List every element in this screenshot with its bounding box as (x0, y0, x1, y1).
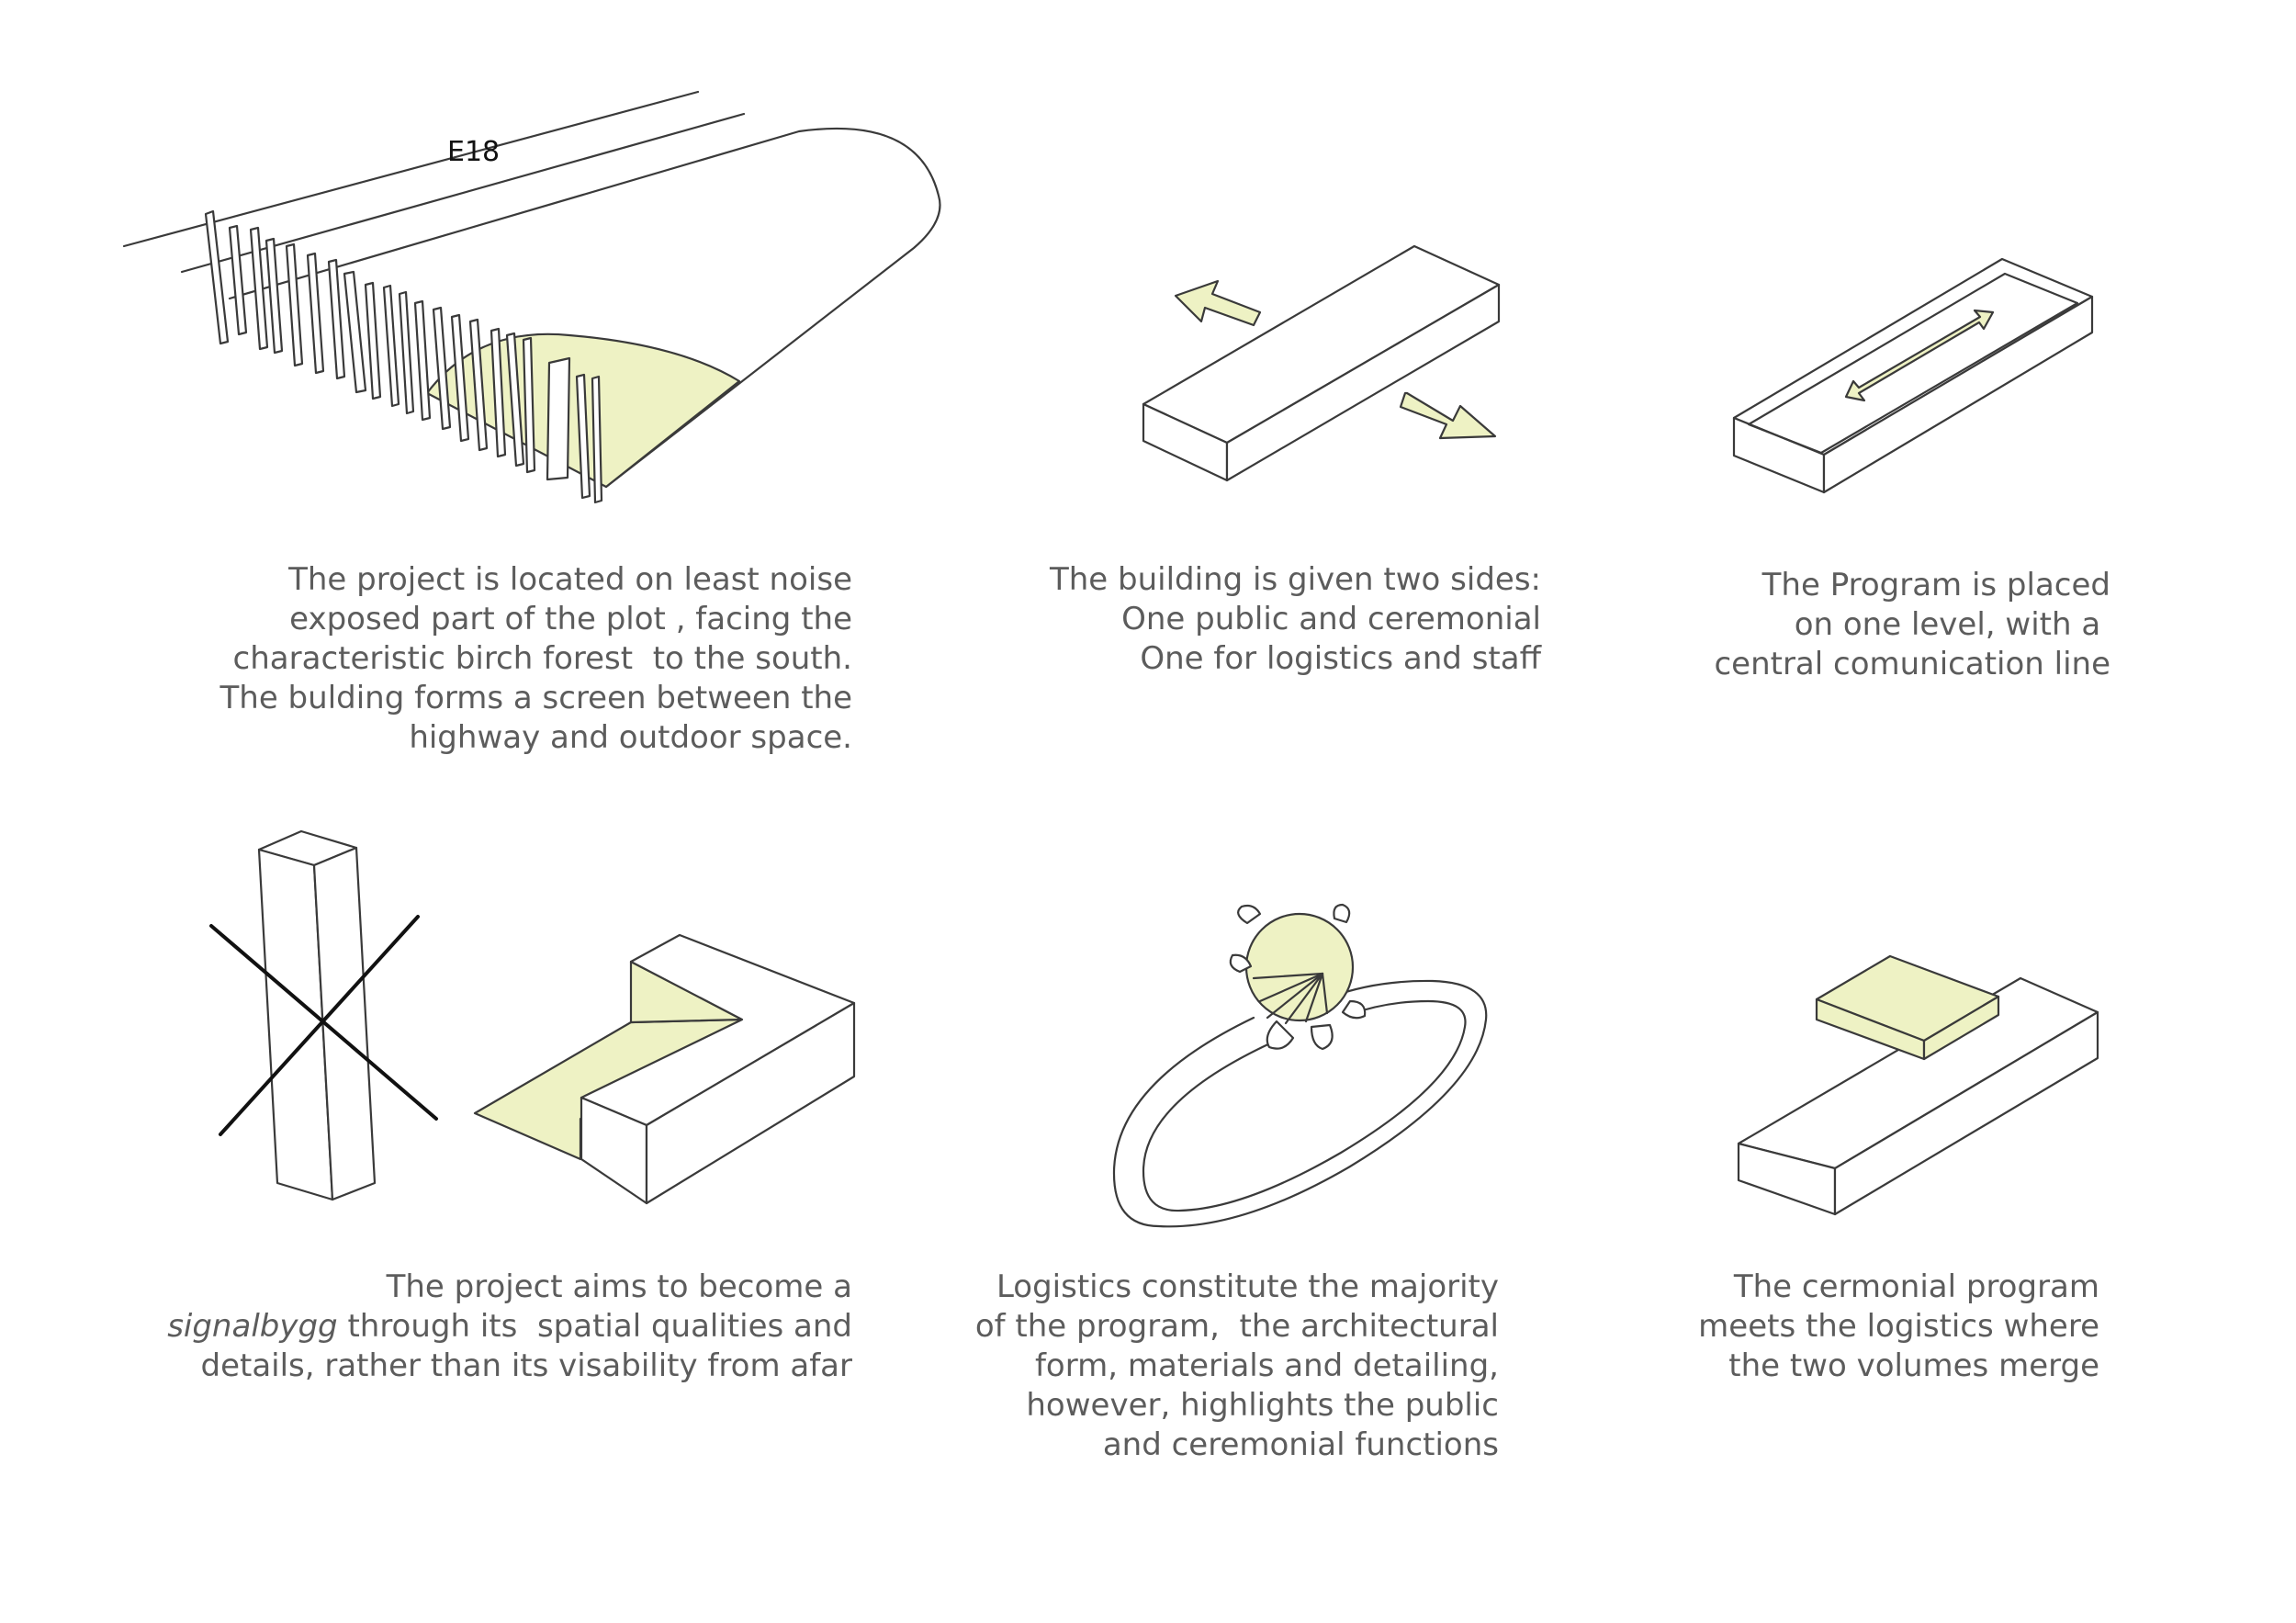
ring-band-inner (1142, 999, 1467, 1212)
caption-logistics: Logistics constitute the majority of the… (975, 1268, 1499, 1465)
caption-line: Logistics constitute the majority (996, 1268, 1499, 1305)
caption-line-rest: through its spatial qualities and (337, 1308, 852, 1345)
caption-line: characteristic birch forest to the south… (232, 640, 852, 677)
caption-signal: The project aims to become a signalbygg … (167, 1268, 852, 1386)
gem-facets (1252, 972, 1329, 1025)
caption-line: on one level, with a (1794, 606, 2110, 643)
highway-edge-line (180, 112, 746, 274)
ring-band-outer (1112, 979, 1488, 1228)
caption-line: central comunication line (1714, 646, 2110, 682)
site-plan-drawing (122, 90, 941, 504)
tray-inner-edge (1747, 272, 2079, 455)
caption-line: The Program is placed (1761, 567, 2110, 603)
caption-line: The project is located on least noise (288, 561, 852, 598)
caption-line: exposed part of the plot , facing the (289, 601, 852, 637)
caption-line: form, materials and detailing, (1034, 1347, 1499, 1384)
highway-label: E18 (447, 136, 501, 168)
caption-line: The bulding forms a screen between the (219, 680, 852, 716)
caption-program: The Program is placed on one level, with… (1714, 566, 2110, 684)
l-volume-drawing (473, 933, 856, 1205)
caption-line: The project aims to become a (386, 1268, 852, 1305)
caption-line: The building is given two sides: (1049, 561, 1541, 598)
box-front-face (1225, 283, 1501, 482)
caption-line: meets the logistics where (1698, 1308, 2099, 1345)
tower-crossed-out-drawing (209, 829, 438, 1201)
program-drawing (1732, 257, 2094, 494)
ceremonial-volume-front (1922, 995, 2000, 1061)
caption-line: One for logistics and staff (1140, 640, 1541, 677)
l-volume-front (645, 1001, 856, 1205)
caption-line: details, rather than its visability from… (200, 1347, 852, 1384)
merged-volumes-drawing (1737, 954, 2099, 1216)
communication-line-arrow (1844, 309, 1995, 402)
cross-out-line (219, 915, 420, 1136)
caption-two-sides: The building is given two sides: One pub… (1050, 560, 1541, 679)
caption-line: highway and outdoor space. (409, 719, 852, 756)
caption-merge: The cermonial program meets the logistic… (1698, 1268, 2099, 1386)
tray-front-face (1822, 295, 2094, 494)
caption-line: The cermonial program (1733, 1268, 2099, 1305)
long-volume-front (1833, 1010, 2099, 1216)
caption-line: One public and ceremonial (1121, 601, 1541, 637)
arrow-public-side (1174, 279, 1262, 327)
highway-edge-line (122, 90, 700, 248)
caption-line: of the program, the architectural (974, 1308, 1499, 1345)
arrow-logistics-side (1399, 391, 1497, 440)
caption-line: signalbygg through its spatial qualities… (167, 1307, 852, 1347)
caption-site: The project is located on least noise ex… (220, 560, 852, 758)
two-sides-drawing (1142, 244, 1501, 482)
caption-line: however, highlights the public (1026, 1387, 1499, 1424)
gem-prongs (1229, 903, 1367, 1051)
caption-line: the two volumes merge (1728, 1347, 2099, 1384)
signalbygg-term: signalbygg (167, 1308, 338, 1345)
caption-line: and ceremonial functions (1102, 1426, 1499, 1463)
ring-drawing (1112, 903, 1488, 1228)
plot-boundary (228, 127, 941, 489)
birch-forest (204, 209, 603, 504)
tower-front (312, 846, 377, 1201)
